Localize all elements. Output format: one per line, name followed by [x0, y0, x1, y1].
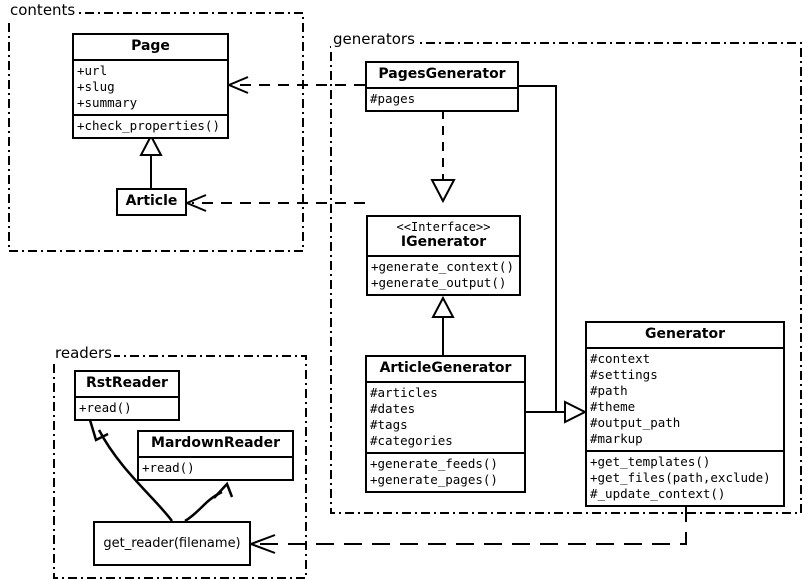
class-box-pagesgenerator[interactable]: PagesGenerator #pages [365, 61, 519, 112]
attribute-row: #path [590, 383, 628, 398]
attribute-row: #dates [370, 401, 416, 416]
class-methods-rstreader: +read() [76, 396, 178, 419]
function-label-get-reader: get_reader(filename) [103, 536, 241, 551]
method-row: +get_templates() [590, 454, 711, 469]
attribute-row: #markup [590, 431, 643, 446]
arrowhead-generalization-igenerator [431, 295, 455, 318]
class-attributes-generator: #context #settings #path #theme #output_… [587, 347, 783, 450]
class-box-mardownreader[interactable]: MardownReader +read() [137, 430, 294, 481]
arrowhead-call-rstreader [88, 419, 109, 442]
arrowhead-call-mardownreader [213, 481, 234, 499]
arrowhead-dependency-article [184, 194, 207, 212]
class-methods-mardownreader: +read() [139, 456, 292, 479]
class-name-page: Page [131, 38, 170, 54]
class-box-articlegenerator[interactable]: ArticleGenerator #articles #dates #tags … [365, 355, 526, 493]
class-methods-generator: +get_templates() +get_files(path,exclude… [587, 450, 783, 505]
class-box-article[interactable]: Article [116, 188, 187, 216]
class-name-pagesgenerator: PagesGenerator [378, 66, 506, 82]
attribute-row: +url [77, 63, 108, 78]
class-attributes-page: +url +slug +summary [74, 59, 227, 114]
package-frame-generators [330, 42, 802, 514]
attribute-row: #articles [370, 385, 438, 400]
attribute-row: #output_path [590, 415, 681, 430]
class-methods-articlegenerator: +generate_feeds() +generate_pages() [367, 452, 524, 491]
class-attributes-articlegenerator: #articles #dates #tags #categories [367, 381, 524, 452]
class-methods-igenerator: +generate_context() +generate_output() [368, 255, 519, 294]
class-stereotype-igenerator: <<Interface>> [396, 220, 491, 234]
attribute-row: #context [590, 351, 651, 366]
method-row: +check_properties() [77, 118, 220, 133]
function-box-get-reader[interactable]: get_reader(filename) [93, 521, 251, 566]
class-box-rstreader[interactable]: RstReader +read() [74, 370, 180, 421]
attribute-row: #settings [590, 367, 658, 382]
arrowhead-generalization-page [139, 133, 163, 156]
arrowhead-realization-igenerator [430, 179, 456, 204]
package-frame-contents [8, 12, 304, 252]
edge-generator-to-getreader [256, 504, 687, 545]
method-row: +generate_feeds() [370, 456, 498, 471]
arrowhead-dependency-getreader [248, 534, 276, 554]
attribute-row: +summary [77, 95, 138, 110]
edge-getreader-to-rstreader [97, 429, 174, 522]
arrowhead-dependency-page [226, 76, 249, 94]
package-label-contents: contents [8, 1, 78, 19]
attribute-row: #tags [370, 417, 408, 432]
package-frame-readers [53, 355, 307, 579]
attribute-row: #categories [370, 433, 453, 448]
method-row: #_update_context() [590, 486, 726, 501]
method-row: +read() [79, 400, 132, 415]
attribute-row: #pages [370, 91, 416, 106]
class-name-article: Article [125, 193, 178, 209]
class-name-articlegenerator: ArticleGenerator [379, 360, 512, 376]
class-name-igenerator: IGenerator [400, 234, 487, 250]
package-label-readers: readers [53, 344, 114, 362]
class-name-mardownreader: MardownReader [151, 435, 280, 451]
package-label-generators: generators [331, 30, 417, 48]
method-row: +generate_pages() [370, 472, 498, 487]
class-attributes-pagesgenerator: #pages [367, 87, 517, 110]
method-row: +generate_context() [371, 259, 514, 274]
class-box-generator[interactable]: Generator #context #settings #path #them… [585, 321, 785, 507]
class-name-generator: Generator [644, 326, 725, 342]
class-name-rstreader: RstReader [86, 375, 168, 391]
method-row: +get_files(path,exclude) [590, 470, 771, 485]
class-box-igenerator[interactable]: <<Interface>> IGenerator +generate_conte… [366, 215, 521, 296]
attribute-row: #theme [590, 399, 636, 414]
class-box-page[interactable]: Page +url +slug +summary +check_properti… [72, 33, 229, 139]
method-row: +read() [142, 460, 195, 475]
attribute-row: +slug [77, 79, 115, 94]
arrowhead-generalization-generator [564, 400, 588, 424]
method-row: +generate_output() [371, 275, 507, 290]
class-methods-page: +check_properties() [74, 114, 227, 137]
